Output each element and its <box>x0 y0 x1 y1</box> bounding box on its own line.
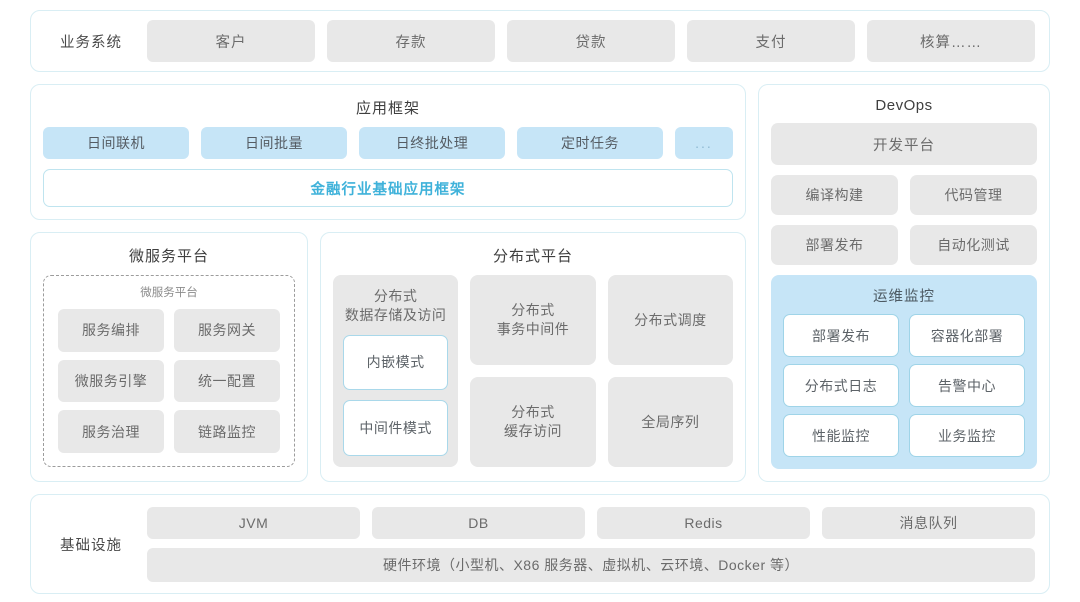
ops-monitoring-panel: 运维监控 部署发布 容器化部署 分布式日志 告警中心 性能监控 业务监控 <box>771 275 1037 469</box>
devops-row-1: 编译构建 代码管理 <box>771 175 1037 215</box>
dp-cell2-line2: 缓存访问 <box>503 423 562 439</box>
distributed-platform-grid: 分布式 数据存储及访问 内嵌模式 中间件模式 分布式 事务中间件 <box>333 275 733 467</box>
dp-storage-title-line2: 数据存储及访问 <box>344 306 447 323</box>
opsmon-business-monitoring[interactable]: 业务监控 <box>909 414 1025 457</box>
opsmon-alert-center[interactable]: 告警中心 <box>909 364 1025 407</box>
infrastructure-panel: 基础设施 JVM DB Redis 消息队列 硬件环境（小型机、X86 服务器、… <box>30 494 1050 594</box>
dp-cell0-line1: 分布式 <box>511 302 555 319</box>
dp-storage-title: 分布式 数据存储及访问 <box>345 287 447 325</box>
application-framework-cells: 日间联机 日间批量 日终批处理 定时任务 ... <box>43 127 733 159</box>
opsmon-performance-monitoring[interactable]: 性能监控 <box>783 414 899 457</box>
dp-middleware-mode[interactable]: 中间件模式 <box>343 400 449 456</box>
business-system-deposit[interactable]: 存款 <box>327 20 495 62</box>
ops-monitoring-title: 运维监控 <box>873 289 935 305</box>
dp-cell2-line1: 分布式 <box>511 404 555 421</box>
middle-section: 应用框架 日间联机 日间批量 日终批处理 定时任务 ... 金融行业基础应用框架… <box>30 84 1050 482</box>
devops-title: DevOps <box>875 97 933 114</box>
distributed-platform-panel: 分布式平台 分布式 数据存储及访问 内嵌模式 中间件模式 <box>320 232 746 482</box>
application-framework-panel: 应用框架 日间联机 日间批量 日终批处理 定时任务 ... 金融行业基础应用框架 <box>30 84 746 220</box>
business-system-accounting[interactable]: 核算…… <box>867 20 1035 62</box>
msp-unified-config[interactable]: 统一配置 <box>174 359 280 403</box>
msp-service-governance[interactable]: 服务治理 <box>58 410 164 453</box>
msp-microservice-engine[interactable]: 微服务引擎 <box>58 359 164 403</box>
dp-transaction-middleware[interactable]: 分布式 事务中间件 <box>470 275 596 365</box>
microservice-platform-subtitle: 微服务平台 <box>140 287 198 299</box>
dp-cell0-line2: 事务中间件 <box>496 321 570 337</box>
devops-dev-platform[interactable]: 开发平台 <box>771 123 1037 165</box>
distributed-platform-title: 分布式平台 <box>492 248 573 265</box>
devops-panel: DevOps 开发平台 编译构建 代码管理 部署发布 自动化测试 运维监控 部 <box>758 84 1050 482</box>
opsmon-deploy-release[interactable]: 部署发布 <box>783 314 899 357</box>
microservice-platform-title: 微服务平台 <box>128 248 209 265</box>
lower-middle-row: 微服务平台 微服务平台 服务编排 服务网关 微服务引擎 统一配置 服务治理 链路… <box>30 232 746 482</box>
dp-distributed-data-storage[interactable]: 分布式 数据存储及访问 内嵌模式 中间件模式 <box>333 275 459 467</box>
appfw-daytime-batch[interactable]: 日间批量 <box>201 127 347 159</box>
dp-transaction-middleware-label: 分布式 事务中间件 <box>497 301 570 339</box>
msp-trace-monitoring[interactable]: 链路监控 <box>174 410 280 453</box>
dp-embedded-mode[interactable]: 内嵌模式 <box>343 334 449 391</box>
devops-column: DevOps 开发平台 编译构建 代码管理 部署发布 自动化测试 运维监控 部 <box>758 84 1050 482</box>
business-systems-panel: 业务系统 客户 存款 贷款 支付 核算…… <box>30 10 1050 72</box>
msp-service-orchestration[interactable]: 服务编排 <box>58 309 164 352</box>
devops-deploy-release[interactable]: 部署发布 <box>771 225 898 265</box>
opsmon-container-deploy[interactable]: 容器化部署 <box>909 314 1025 357</box>
devops-row-2: 部署发布 自动化测试 <box>771 225 1037 265</box>
business-system-customer[interactable]: 客户 <box>147 20 315 62</box>
appfw-eod-batch[interactable]: 日终批处理 <box>359 127 505 159</box>
dp-cache-access-label: 分布式 缓存访问 <box>504 403 562 441</box>
devops-automated-testing[interactable]: 自动化测试 <box>910 225 1037 265</box>
ops-monitoring-grid: 部署发布 容器化部署 分布式日志 告警中心 性能监控 业务监控 <box>783 314 1025 457</box>
dp-distributed-cache-access[interactable]: 分布式 缓存访问 <box>470 377 596 467</box>
opsmon-distributed-log[interactable]: 分布式日志 <box>783 364 899 407</box>
dp-global-sequence[interactable]: 全局序列 <box>607 377 733 467</box>
appfw-more[interactable]: ... <box>675 127 733 159</box>
appfw-financial-base-framework[interactable]: 金融行业基础应用框架 <box>43 169 733 207</box>
infra-redis[interactable]: Redis <box>597 506 810 539</box>
devops-compile-build[interactable]: 编译构建 <box>771 175 898 215</box>
infra-hardware-environment[interactable]: 硬件环境（小型机、X86 服务器、虚拟机、云环境、Docker 等） <box>147 547 1035 582</box>
infrastructure-body: JVM DB Redis 消息队列 硬件环境（小型机、X86 服务器、虚拟机、云… <box>147 506 1035 582</box>
infra-message-queue[interactable]: 消息队列 <box>822 506 1035 539</box>
appfw-daytime-online[interactable]: 日间联机 <box>43 127 189 159</box>
devops-items: 编译构建 代码管理 部署发布 自动化测试 <box>771 175 1037 265</box>
microservice-platform-panel: 微服务平台 微服务平台 服务编排 服务网关 微服务引擎 统一配置 服务治理 链路… <box>30 232 308 482</box>
appfw-scheduled-task[interactable]: 定时任务 <box>517 127 663 159</box>
application-framework-title: 应用框架 <box>355 100 420 117</box>
business-systems-label: 业务系统 <box>60 34 122 51</box>
microservice-platform-inner: 微服务平台 服务编排 服务网关 微服务引擎 统一配置 服务治理 链路监控 <box>43 275 295 467</box>
infra-jvm[interactable]: JVM <box>147 506 360 539</box>
infrastructure-cells: JVM DB Redis 消息队列 <box>147 506 1035 539</box>
business-system-loan[interactable]: 贷款 <box>507 20 675 62</box>
dp-distributed-scheduling[interactable]: 分布式调度 <box>607 275 733 365</box>
devops-code-management[interactable]: 代码管理 <box>910 175 1037 215</box>
infrastructure-label: 基础设施 <box>60 537 122 554</box>
business-systems-cells: 客户 存款 贷款 支付 核算…… <box>147 20 1035 62</box>
msp-service-gateway[interactable]: 服务网关 <box>174 309 280 352</box>
left-stack: 应用框架 日间联机 日间批量 日终批处理 定时任务 ... 金融行业基础应用框架… <box>30 84 746 482</box>
infra-db[interactable]: DB <box>372 506 585 539</box>
business-system-payment[interactable]: 支付 <box>687 20 855 62</box>
microservice-platform-grid: 服务编排 服务网关 微服务引擎 统一配置 服务治理 链路监控 <box>58 309 280 453</box>
dp-storage-title-line1: 分布式 <box>373 288 418 304</box>
